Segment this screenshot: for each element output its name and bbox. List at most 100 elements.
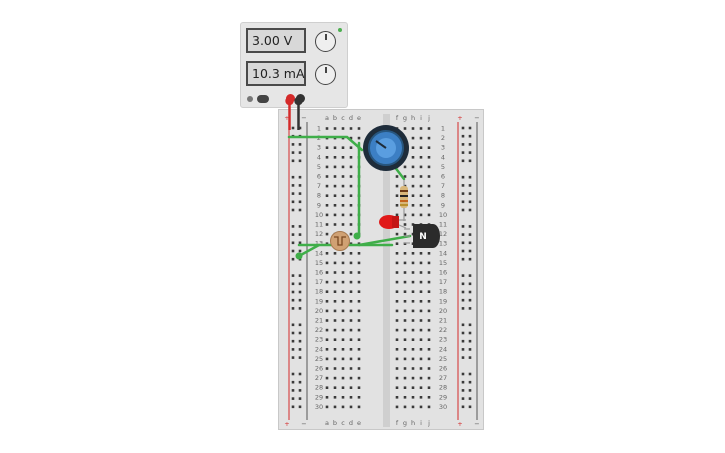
breadboard-hole[interactable] <box>427 367 431 370</box>
breadboard-hole[interactable] <box>411 386 415 389</box>
breadboard-hole[interactable] <box>411 271 415 274</box>
breadboard-hole[interactable] <box>419 213 423 217</box>
breadboard-hole[interactable] <box>395 252 399 255</box>
breadboard-hole[interactable] <box>395 204 399 207</box>
breadboard-hole[interactable] <box>427 184 431 188</box>
breadboard-hole[interactable] <box>419 184 423 188</box>
rail-hole[interactable] <box>468 307 472 310</box>
breadboard-hole[interactable] <box>333 328 337 332</box>
breadboard-hole[interactable] <box>333 348 337 351</box>
rail-hole[interactable] <box>468 348 472 351</box>
rail-hole[interactable] <box>461 339 465 343</box>
rail-hole[interactable] <box>291 274 295 277</box>
rail-hole[interactable] <box>298 233 302 236</box>
breadboard-hole[interactable] <box>333 252 337 255</box>
rail-hole[interactable] <box>461 389 465 392</box>
rail-hole[interactable] <box>291 323 295 327</box>
rail-hole[interactable] <box>461 233 465 236</box>
rail-hole[interactable] <box>291 126 295 130</box>
breadboard-hole[interactable] <box>349 376 353 380</box>
rail-hole[interactable] <box>298 331 302 335</box>
rail-hole[interactable] <box>291 380 295 384</box>
breadboard-hole[interactable] <box>357 127 361 130</box>
breadboard-hole[interactable] <box>341 338 345 341</box>
rail-hole[interactable] <box>291 225 295 228</box>
breadboard-hole[interactable] <box>349 146 353 149</box>
breadboard-hole[interactable] <box>419 290 423 293</box>
breadboard-hole[interactable] <box>333 376 337 380</box>
breadboard-hole[interactable] <box>357 300 361 303</box>
breadboard-hole[interactable] <box>349 271 353 274</box>
breadboard-hole[interactable] <box>403 175 407 178</box>
breadboard-hole[interactable] <box>341 261 345 265</box>
rail-hole[interactable] <box>461 126 465 130</box>
breadboard-hole[interactable] <box>427 386 431 389</box>
rail-hole[interactable] <box>298 175 302 179</box>
jumper-wires[interactable] <box>287 135 412 258</box>
breadboard-hole[interactable] <box>403 367 407 370</box>
rail-hole[interactable] <box>468 233 472 236</box>
breadboard-hole[interactable] <box>403 280 407 284</box>
rail-hole[interactable] <box>291 143 295 146</box>
breadboard-hole[interactable] <box>395 319 399 322</box>
breadboard-hole[interactable] <box>427 175 431 178</box>
breadboard-hole[interactable] <box>357 328 361 332</box>
breadboard-hole[interactable] <box>349 405 353 409</box>
breadboard-hole[interactable] <box>333 194 337 197</box>
breadboard-hole[interactable] <box>427 261 431 265</box>
breadboard-hole[interactable] <box>349 348 353 351</box>
breadboard-hole[interactable] <box>403 348 407 351</box>
breadboard-hole[interactable] <box>333 184 337 188</box>
breadboard-hole[interactable] <box>427 213 431 217</box>
breadboard-hole[interactable] <box>325 376 329 380</box>
breadboard-hole[interactable] <box>411 319 415 322</box>
rail-hole[interactable] <box>468 184 472 187</box>
breadboard-hole[interactable] <box>411 338 415 341</box>
breadboard-hole[interactable] <box>357 338 361 341</box>
rail-hole[interactable] <box>461 257 465 261</box>
breadboard-hole[interactable] <box>427 252 431 255</box>
breadboard-hole[interactable] <box>333 338 337 341</box>
breadboard-hole[interactable] <box>349 300 353 303</box>
rail-hole[interactable] <box>468 397 472 400</box>
breadboard-hole[interactable] <box>427 136 431 140</box>
rail-hole[interactable] <box>298 241 302 245</box>
current-knob-icon[interactable] <box>315 64 336 85</box>
breadboard-hole[interactable] <box>325 396 329 399</box>
rail-hole[interactable] <box>291 356 295 359</box>
breadboard-hole[interactable] <box>333 405 337 409</box>
breadboard-hole[interactable] <box>411 184 415 188</box>
rail-hole[interactable] <box>461 307 465 310</box>
rail-hole[interactable] <box>461 200 465 204</box>
breadboard-hole[interactable] <box>341 271 345 274</box>
rail-hole[interactable] <box>298 225 302 228</box>
breadboard-hole[interactable] <box>325 405 329 409</box>
breadboard-hole[interactable] <box>349 319 353 322</box>
breadboard-hole[interactable] <box>341 348 345 351</box>
breadboard-hole[interactable] <box>419 309 423 313</box>
breadboard-hole[interactable] <box>411 367 415 370</box>
rail-hole[interactable] <box>291 405 295 409</box>
breadboard-hole[interactable] <box>419 386 423 389</box>
rail-hole[interactable] <box>461 159 465 163</box>
rail-hole[interactable] <box>298 323 302 327</box>
breadboard-hole[interactable] <box>411 309 415 313</box>
breadboard-hole[interactable] <box>419 319 423 322</box>
breadboard-hole[interactable] <box>341 204 345 207</box>
breadboard-hole[interactable] <box>341 165 345 169</box>
transistor-icon[interactable]: N <box>404 224 440 248</box>
breadboard-hole[interactable] <box>427 300 431 303</box>
rail-hole[interactable] <box>461 175 465 179</box>
breadboard-hole[interactable] <box>357 405 361 409</box>
rail-hole[interactable] <box>298 151 302 154</box>
breadboard-hole[interactable] <box>411 376 415 380</box>
breadboard-hole[interactable] <box>357 242 361 245</box>
rail-hole[interactable] <box>298 159 302 163</box>
breadboard-hole[interactable] <box>427 357 431 361</box>
breadboard-hole[interactable] <box>341 357 345 361</box>
black-lead-plug-icon[interactable] <box>294 96 303 106</box>
breadboard-hole[interactable] <box>325 309 329 313</box>
rail-hole[interactable] <box>461 290 465 294</box>
breadboard-hole[interactable] <box>419 165 423 169</box>
